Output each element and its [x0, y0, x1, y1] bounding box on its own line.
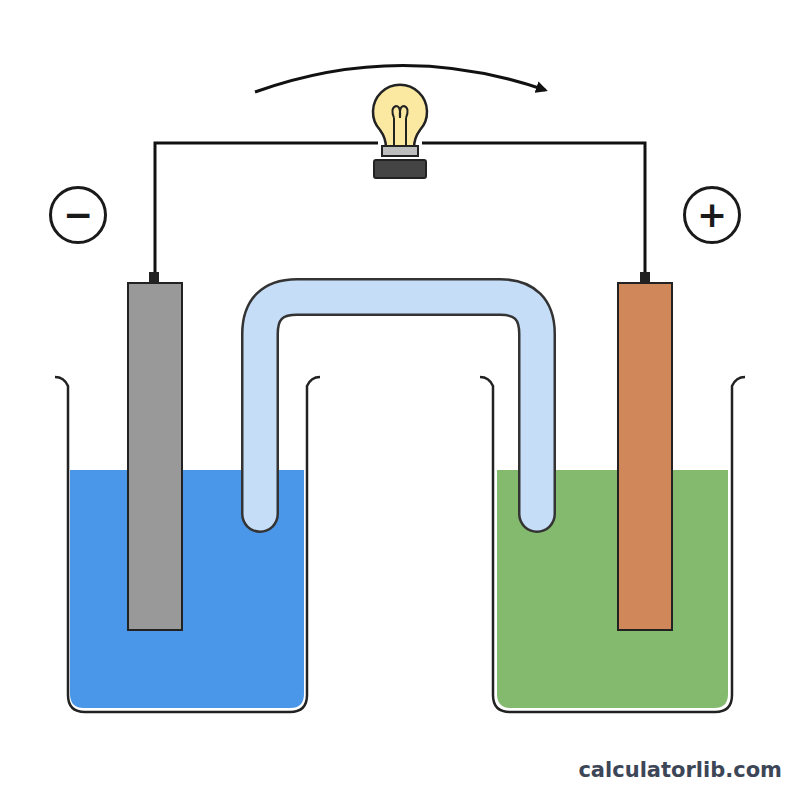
copper-electrode [618, 283, 672, 630]
salt-bridge [260, 297, 537, 514]
wire [155, 143, 378, 278]
terminal [149, 272, 159, 283]
wire [422, 143, 645, 278]
polarity-circle: + [683, 186, 741, 244]
zinc-electrode [128, 283, 182, 630]
light-bulb [373, 85, 427, 178]
beaker [55, 377, 320, 712]
watermark: calculatorlib.com [578, 758, 782, 782]
polarity-sign: − [63, 197, 93, 233]
polarity-circle: − [49, 186, 107, 244]
terminal [640, 272, 650, 283]
polarity-sign: + [697, 197, 727, 233]
